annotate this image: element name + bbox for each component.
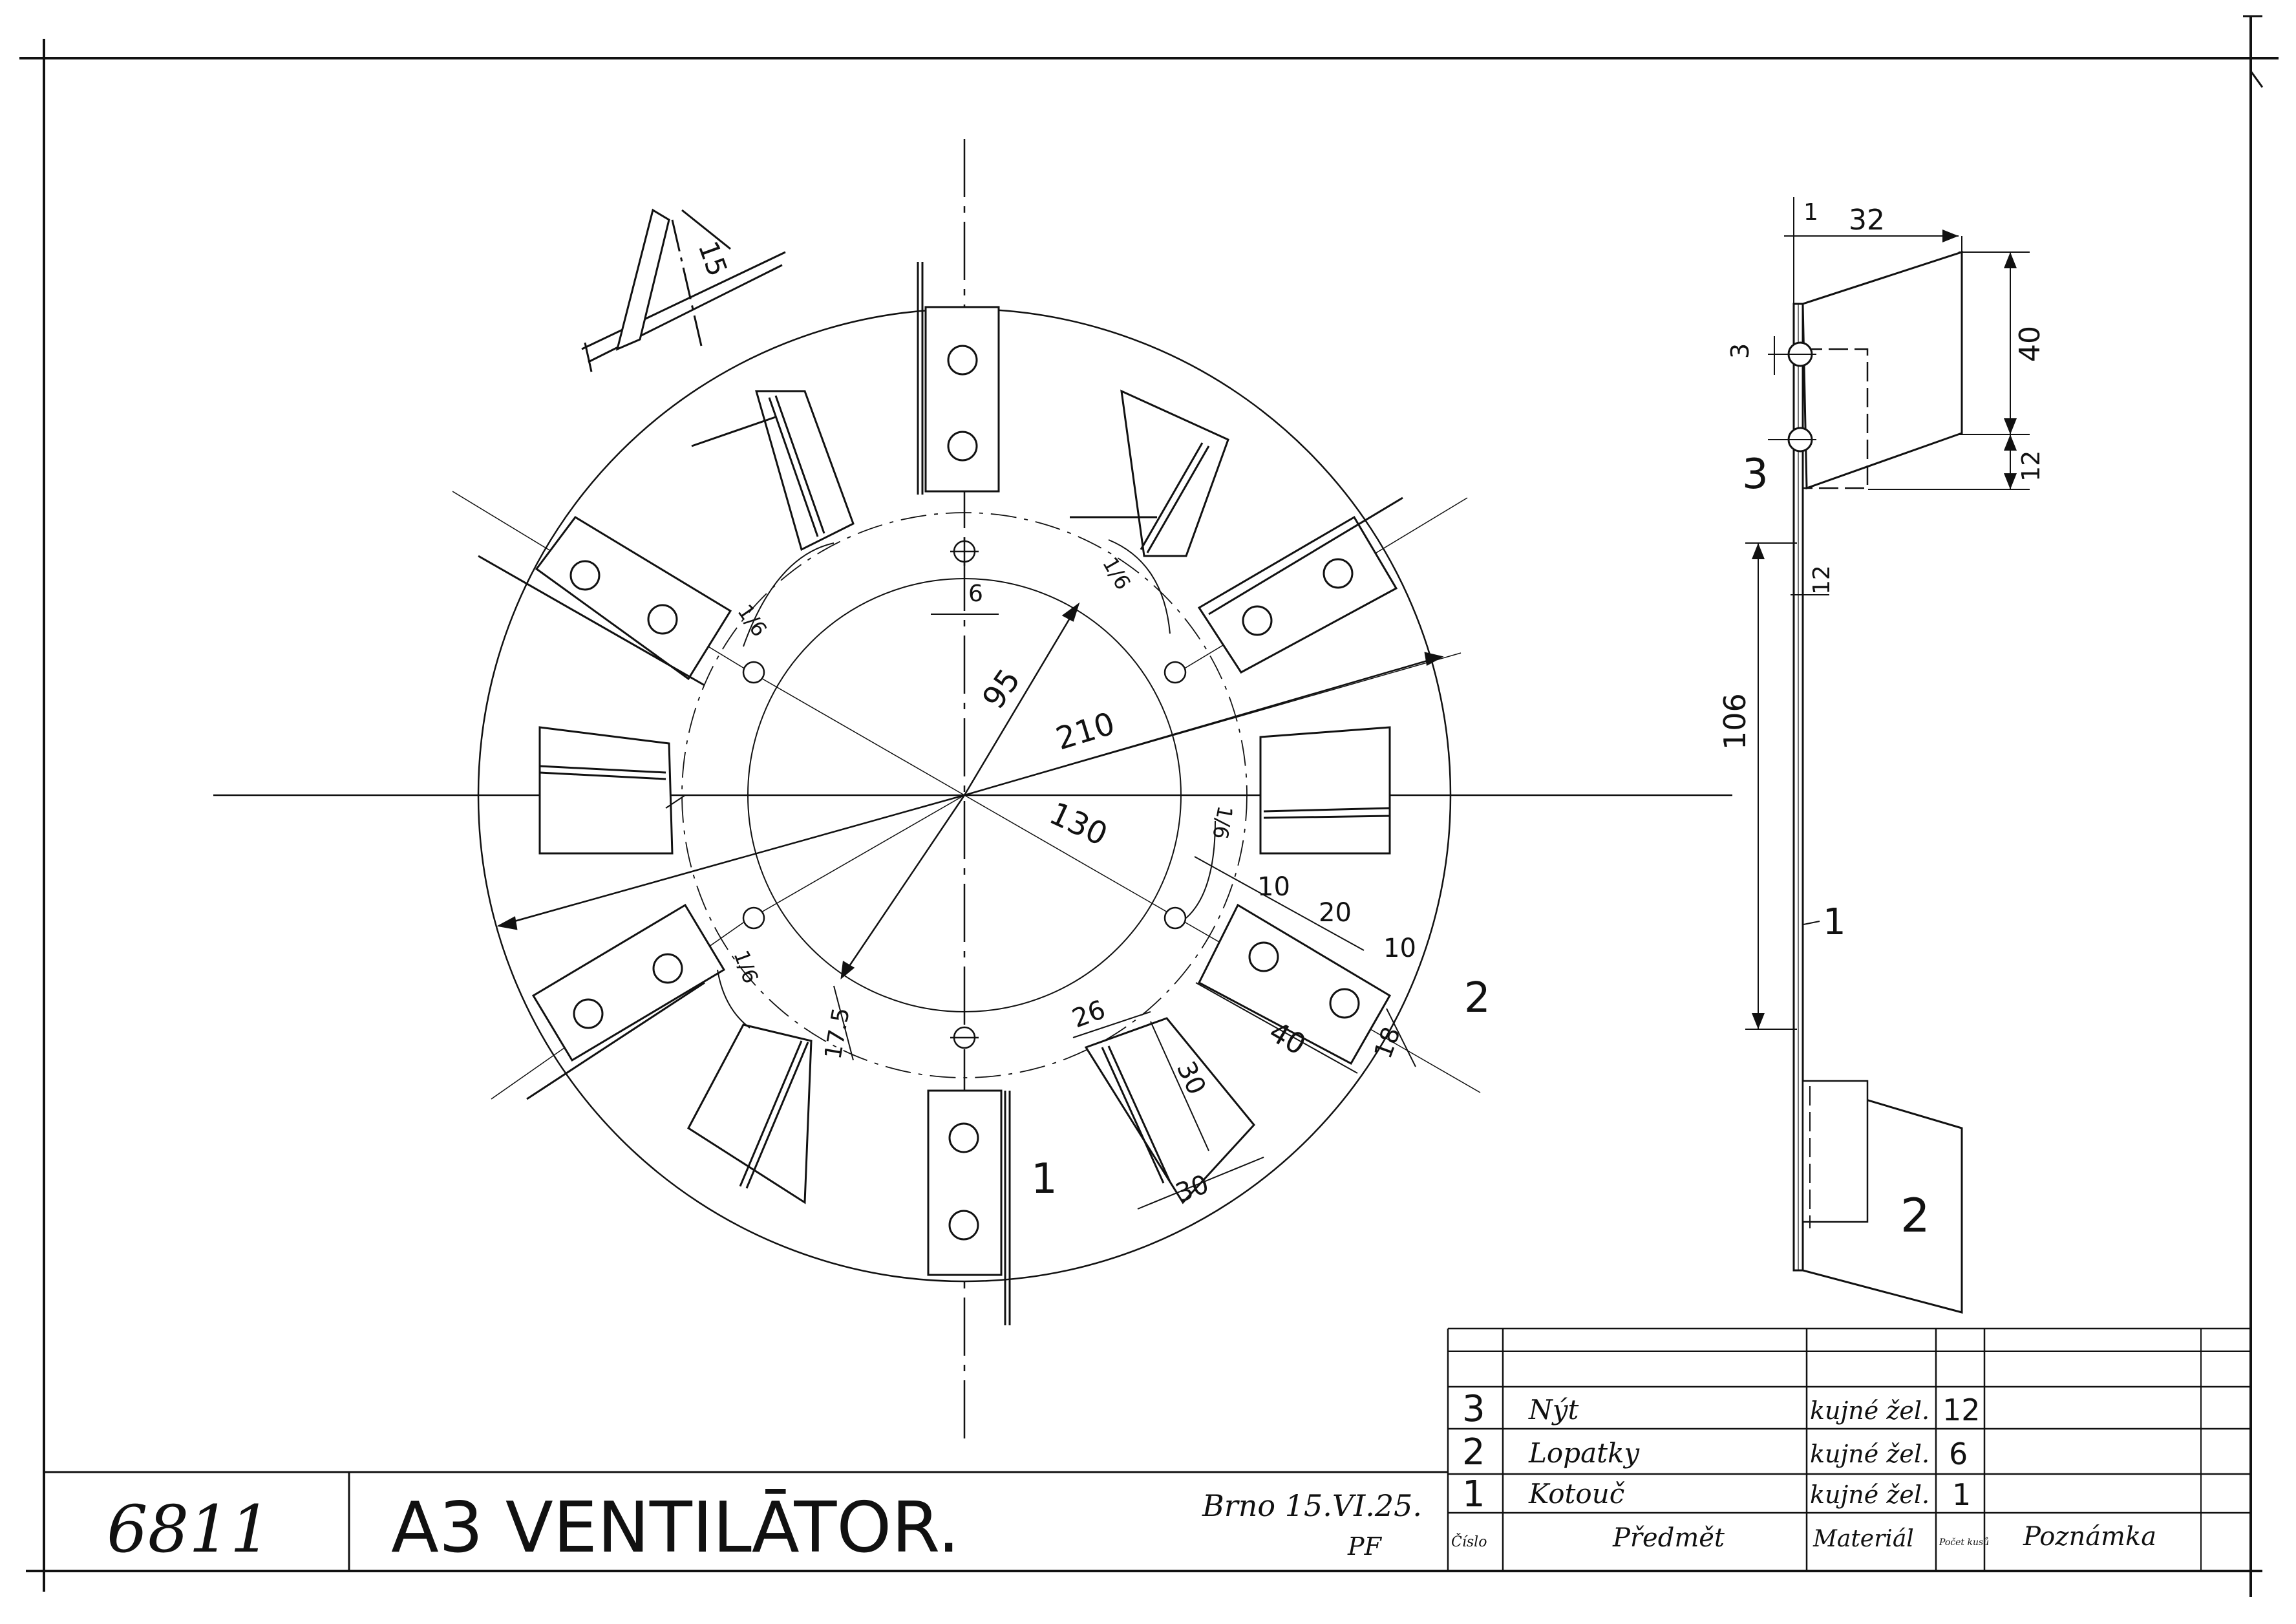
side-part-label-1: 1 [1823,901,1846,943]
dim-210: 210 [1052,705,1119,757]
side-dimension-lines [1745,197,2030,1030]
title-block [44,1327,2251,1571]
fin-right [1259,726,1391,855]
side-dim-3: 3 [1726,343,1754,359]
dim-95: 95 [975,663,1028,716]
side-dim-32: 32 [1849,204,1885,237]
side-blade-top [1802,250,1963,490]
dim-6: 6 [968,581,983,607]
part-item: Nýt [1528,1394,1578,1426]
fin-top-right [1070,389,1229,557]
part-number: 1 [1462,1473,1485,1515]
part-count: 12 [1942,1393,1981,1427]
part-count: 6 [1949,1437,1968,1471]
sheet-border [19,15,2279,1597]
blade-upper-right [1197,497,1403,674]
place-date: Brno 15.VI.25. [1202,1488,1422,1523]
side-dim-1: 1 [1803,199,1818,226]
parts-row: 2 Lopatky kujné žel. 6 [1462,1431,1968,1473]
blade-upper-left [478,516,732,687]
side-part-label-3: 3 [1742,451,1769,498]
bolt-holes [742,537,1187,1049]
part-material: kujné žel. [1810,1396,1929,1425]
header-number: Číslo [1451,1533,1487,1550]
side-view: 32 1 3 40 12 12 106 3 1 2 [1717,197,2046,1314]
header-material: Materiál [1812,1526,1914,1552]
side-dim-40: 40 [2014,326,2046,362]
side-dim-12b: 12 [1809,565,1835,595]
part-item: Lopatky [1528,1437,1640,1469]
dim-10a: 10 [1257,872,1290,902]
detail-view-fin-angle [581,208,786,372]
radius-arrows [496,602,1444,979]
side-blade-top-flange [1802,348,1869,489]
parts-list: 3 Nýt kujné žel. 12 2 Lopatky kujné žel.… [1462,1388,1981,1515]
dim-1-6b: 1/6 [1098,553,1136,594]
side-dim-12a: 12 [2017,451,2045,482]
inner-hole-circle [747,578,1182,1012]
blade-lower-left [526,903,726,1100]
header-item: Předmět [1612,1523,1725,1553]
fin-bottom-left [687,1023,813,1204]
parts-row: 3 Nýt kujné žel. 12 [1462,1388,1981,1430]
dim-130: 130 [1044,795,1113,853]
dim-10b: 10 [1383,934,1416,963]
dim-1-6c: 1/6 [1207,804,1237,841]
dim-1-6a: 1/6 [732,600,772,641]
side-blade-bottom-flange [1802,1080,1869,1223]
bolt-circle [681,512,1248,1078]
dim-15: 15 [692,237,734,281]
signature: PF [1347,1532,1383,1561]
blade-top [917,262,1000,495]
part-count: 1 [1952,1477,1971,1512]
header-note: Poznámka [2023,1522,2156,1552]
blade-bottom [927,1089,1011,1325]
blade-lower-right [1198,903,1392,1065]
side-dim-106: 106 [1717,693,1752,750]
part-material: kujné žel. [1810,1440,1929,1468]
side-dimension-arrows [1752,230,2017,1029]
front-dimension-lines [665,539,1416,1210]
header-count: Počet kusů [1939,1537,1989,1548]
part-number: 3 [1462,1388,1485,1430]
side-part-label-2: 2 [1900,1188,1930,1243]
front-view: 95 210 130 6 15 10 20 10 40 18 26 30 30 … [213,139,1732,1445]
dim-1-6d: 1/6 [728,947,763,987]
fin-bottom-right [1084,1017,1255,1204]
part-label-2: 2 [1464,974,1491,1022]
part-number: 2 [1462,1431,1485,1473]
part-item: Kotouč [1528,1478,1625,1510]
part-label-1: 1 [1031,1155,1058,1203]
dim-20: 20 [1319,898,1352,928]
part-material: kujné žel. [1810,1480,1929,1509]
drawing-number: 6811 [107,1491,271,1567]
fin-left [538,726,674,855]
fin-top-left [691,390,855,551]
parts-row: 1 Kotouč kujné žel. 1 [1462,1473,1971,1515]
drawing-title: A3 VENTILĀTOR. [391,1488,960,1568]
